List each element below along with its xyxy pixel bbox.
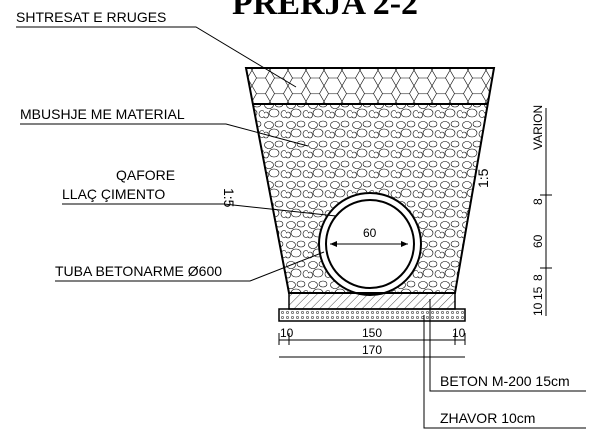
dim-middle: 150 <box>362 326 382 340</box>
dim-bedding: 8 <box>531 274 545 281</box>
leader-fill-material <box>20 123 309 147</box>
label-road-layers: SHTRESAT E RRUGES <box>16 9 166 25</box>
pipe-diameter-label: 60 <box>363 226 377 240</box>
leader-concrete <box>429 299 586 392</box>
slope-left: 1:5 <box>221 188 237 208</box>
label-cement-mortar: LLAÇ ÇIMENTO <box>62 186 165 202</box>
drawing-title: PRERJA 2-2 <box>232 0 418 22</box>
dim-gravel: 10 <box>531 302 545 316</box>
leader-collar <box>62 203 337 217</box>
label-fill-material: MBUSHJE ME MATERIAL <box>20 106 185 122</box>
dim-top-varion: VARION <box>531 105 545 150</box>
leader-gravel <box>423 315 586 429</box>
label-pipe: TUBA BETONARME Ø600 <box>55 263 222 279</box>
label-concrete: BETON M-200 15cm <box>440 373 570 389</box>
dim-pipe-height: 60 <box>531 234 545 248</box>
dim-left: 10 <box>280 326 294 340</box>
leader-pipe <box>55 251 325 282</box>
dim-right: 10 <box>452 326 466 340</box>
slope-right: 1:5 <box>475 168 491 188</box>
dim-total: 170 <box>362 343 382 357</box>
dim-cover: 8 <box>531 198 545 205</box>
pipe-inner <box>325 199 415 289</box>
label-gravel: ZHAVOR 10cm <box>440 410 535 426</box>
dim-concrete: 15 <box>531 286 545 300</box>
leader-road-layers <box>16 26 297 88</box>
label-collar: QAFORE <box>116 167 175 183</box>
gravel-layer <box>278 308 466 322</box>
